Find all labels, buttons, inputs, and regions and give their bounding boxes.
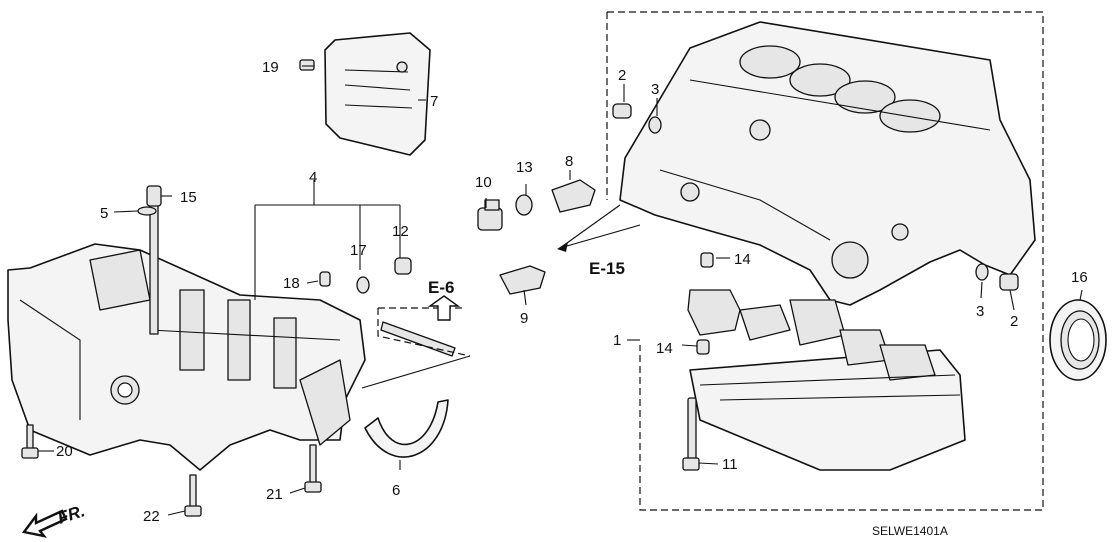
bolt-20 — [21, 424, 39, 459]
plug-bolt-2a — [612, 103, 632, 119]
callout-7: 7 — [430, 93, 438, 110]
callout-6: 6 — [392, 482, 400, 499]
sealing-bolt-10 — [477, 199, 503, 231]
e15-arrow-head — [557, 242, 568, 252]
callout-3b: 3 — [976, 303, 984, 320]
bolt-21 — [304, 444, 322, 493]
bolt-22 — [184, 474, 202, 517]
oil-seal — [1049, 299, 1107, 381]
callout-14a: 14 — [734, 251, 751, 268]
plug-bolt-2b — [999, 273, 1019, 291]
callout-4: 4 — [309, 169, 317, 186]
callout-5: 5 — [100, 205, 108, 222]
callout-22: 22 — [143, 508, 160, 525]
callout-15: 15 — [180, 189, 197, 206]
callout-11: 11 — [722, 456, 738, 473]
front-arrow-icon — [21, 509, 68, 538]
washer-3b — [975, 263, 989, 281]
oil-seal-case-6 — [364, 399, 449, 458]
dowel-pin-18 — [319, 271, 331, 287]
bearing-cap-block — [687, 289, 966, 471]
callout-12: 12 — [392, 223, 409, 240]
callout-18: 18 — [283, 275, 300, 292]
callout-20: 20 — [56, 443, 73, 460]
callout-17: 17 — [350, 242, 367, 259]
sensor-8 — [551, 179, 596, 213]
callout-10: 10 — [475, 174, 492, 191]
callout-21: 21 — [266, 486, 283, 503]
reference-e15: E-15 — [589, 259, 625, 278]
e6-up-arrow-icon — [427, 295, 461, 321]
callout-2a: 2 — [618, 67, 626, 84]
washer-3a — [648, 116, 662, 134]
dowel-pin-14b — [696, 339, 710, 355]
bolt-11 — [682, 397, 700, 471]
callout-16: 16 — [1071, 269, 1088, 286]
dowel-pin-14a — [700, 252, 714, 268]
sensor-9 — [499, 265, 546, 295]
diagram-code: SELWE1401A — [872, 524, 948, 538]
block-group-boundary — [607, 11, 1044, 511]
callout-13: 13 — [516, 159, 533, 176]
plug-12 — [394, 257, 412, 275]
reference-e6: E-6 — [428, 278, 454, 297]
long-bolt-e6 — [380, 321, 456, 357]
callout-9: 9 — [520, 310, 528, 327]
washer-17 — [356, 276, 370, 294]
callout-1: 1 — [613, 332, 621, 349]
callout-14b: 14 — [656, 340, 673, 357]
front-label: FR. — [55, 501, 87, 528]
callout-19: 19 — [262, 59, 279, 76]
lower-block-assembly — [7, 243, 366, 471]
baffle-plate — [324, 32, 431, 156]
washer-13 — [515, 194, 533, 216]
callout-8: 8 — [565, 153, 573, 170]
callout-2b: 2 — [1010, 313, 1018, 330]
callout-3a: 3 — [651, 81, 659, 98]
leader-lines — [38, 65, 1083, 516]
cylinder-block — [619, 21, 1036, 306]
bolt-19 — [299, 59, 315, 71]
